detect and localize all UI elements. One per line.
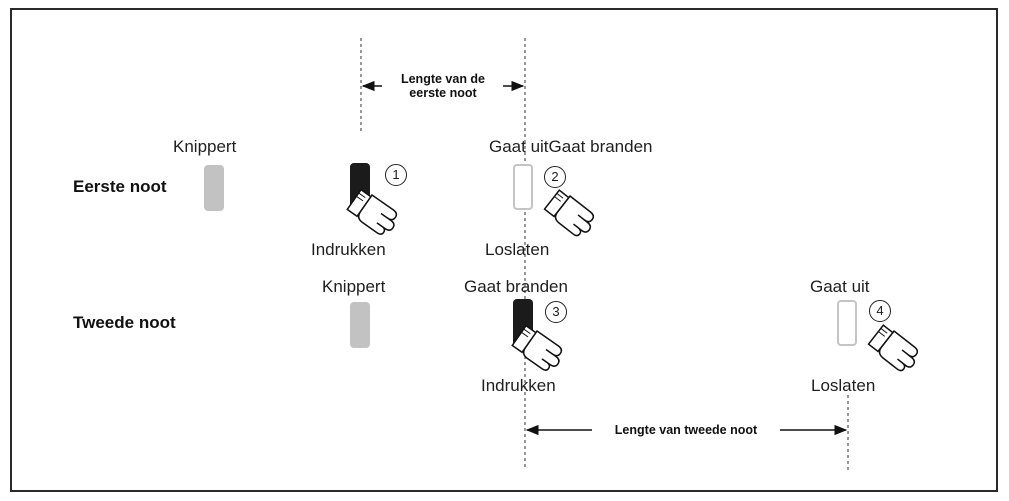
press-label-second: Indrukken xyxy=(481,376,556,395)
first-note-length-line1: Lengte van de xyxy=(400,72,486,86)
row-label-first-note: Eerste noot xyxy=(73,177,167,196)
key-released-second xyxy=(837,300,857,346)
row-label-second-note: Tweede noot xyxy=(73,313,176,332)
first-note-length-label: Lengte van de eerste noot xyxy=(385,72,501,100)
off-on-label: Gaat uitGaat branden xyxy=(489,137,653,156)
press-label-first: Indrukken xyxy=(311,240,386,259)
key-released-first xyxy=(513,164,533,210)
step-3-badge: 3 xyxy=(545,301,567,323)
key-pressed-first xyxy=(350,163,370,212)
key-blinking-second xyxy=(350,302,370,348)
second-note-length-label: Lengte van tweede noot xyxy=(614,423,758,437)
key-blinking-first xyxy=(204,165,224,211)
step-1-badge: 1 xyxy=(385,164,407,186)
diagram-frame xyxy=(10,8,998,492)
first-note-length-line2: eerste noot xyxy=(409,86,477,100)
off-label-second: Gaat uit xyxy=(810,277,870,296)
blink-label-second: Knippert xyxy=(322,277,386,296)
blink-label-first: Knippert xyxy=(173,137,237,156)
key-pressed-second xyxy=(513,299,533,348)
step-2-badge: 2 xyxy=(544,166,566,188)
release-label-second: Loslaten xyxy=(811,376,876,395)
step-4-badge: 4 xyxy=(869,300,891,322)
release-label-first: Loslaten xyxy=(485,240,550,259)
on-label-second: Gaat branden xyxy=(464,277,568,296)
